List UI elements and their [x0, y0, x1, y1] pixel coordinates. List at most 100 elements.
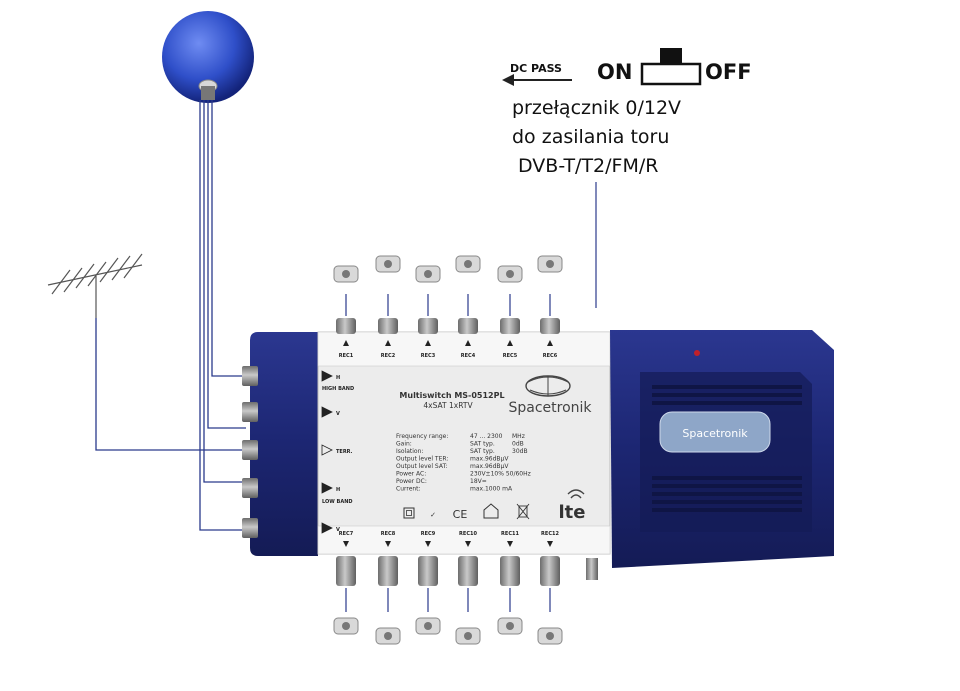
indoor-use-icon: [483, 503, 499, 519]
input-label: TERR.: [336, 449, 353, 455]
off-label: OFF: [705, 60, 752, 84]
dc-pass-label: DC PASS: [510, 62, 562, 75]
cable-high-v: [207, 100, 246, 429]
output-port: REC8: [375, 531, 401, 645]
output-port: REC4: [455, 255, 481, 359]
plug-icon: [537, 255, 563, 273]
triangle-right-icon: [321, 370, 333, 382]
input-port: V: [242, 402, 340, 422]
spec-cell: MHz: [512, 433, 525, 440]
triangle-right-icon: [321, 482, 333, 494]
output-label: REC10: [459, 531, 477, 537]
label-panel: [317, 331, 611, 555]
caption-line: przełącznik 0/12V: [512, 97, 682, 119]
output-port: REC6: [537, 255, 563, 359]
output-label: REC2: [381, 353, 396, 359]
lte-logo-text: lte: [559, 502, 586, 523]
caption-line: DVB-T/T2/FM/R: [518, 155, 659, 177]
triangle-up-icon: [343, 340, 349, 346]
plug-icon: [497, 265, 523, 283]
input-label: V: [336, 527, 340, 533]
triangle-down-icon: [465, 541, 471, 547]
spec-cell: Output level TER:: [396, 456, 448, 463]
vent-slots: [652, 385, 802, 512]
plug-icon: [455, 255, 481, 273]
input-port: V: [242, 518, 340, 538]
spec-cell: Output level SAT:: [396, 463, 448, 470]
output-label: REC7: [339, 531, 354, 537]
output-port: REC7: [333, 531, 359, 635]
triangle-up-icon: [507, 340, 513, 346]
spec-cell: max.1000 mA: [470, 486, 513, 493]
output-port: REC10: [455, 531, 481, 645]
output-label: REC11: [501, 531, 519, 537]
output-port: REC5: [497, 265, 523, 359]
terrestrial-antenna: [47, 253, 143, 318]
triangle-up-icon: [425, 340, 431, 346]
triangle-down-icon: [547, 541, 553, 547]
cable-low-v: [199, 100, 246, 531]
low-band-label: LOW BAND: [322, 499, 353, 505]
dish-cables: [199, 100, 246, 531]
subtitle-text: 4xSAT 1xRTV: [423, 401, 473, 410]
triangle-right-icon: [321, 444, 333, 456]
switch-knob: [660, 48, 682, 64]
psu-brand-text: Spacetronik: [682, 427, 748, 440]
spec-cell: max.96dBµV: [470, 456, 509, 463]
output-label: REC5: [503, 353, 518, 359]
input-label: H: [336, 487, 340, 493]
bottom-output-ports: REC7 REC8 REC9 REC10 REC11 REC12: [333, 531, 563, 645]
power-led: [694, 350, 700, 356]
psu-badge: [659, 411, 771, 453]
spec-cell: max.96dBµV: [470, 463, 509, 470]
bottom-output-strip: [317, 525, 611, 555]
spec-cell: 30dB: [512, 448, 528, 455]
on-label: ON: [597, 60, 633, 84]
weee-bin-icon: [516, 503, 530, 520]
output-port: REC11: [497, 531, 523, 635]
spec-cell: 47 ... 2300: [470, 433, 503, 440]
spec-cell: SAT typ.: [470, 441, 495, 448]
caption-line: do zasilania toru: [512, 126, 670, 148]
double-insulation-icon: [403, 507, 415, 519]
antenna-boom: [47, 264, 143, 286]
dc-pass-switch: [502, 48, 702, 86]
output-port: REC9: [415, 531, 441, 635]
cable-terrestrial: [95, 318, 246, 451]
triangle-down-icon: [425, 541, 431, 547]
switch-caption: przełącznik 0/12V do zasilania toru DVB-…: [486, 94, 716, 181]
dish-reflector: [162, 11, 254, 103]
input-port: H: [242, 478, 340, 498]
triangle-down-icon: [385, 541, 391, 547]
cable-low-h: [203, 100, 246, 483]
plug-icon: [497, 617, 523, 635]
ce-mark: CE: [453, 508, 468, 521]
spec-cell: Current:: [396, 486, 421, 493]
arrow-left-icon: [502, 74, 514, 86]
multiswitch-device: Spacetronik Multiswitch MS-0512PL 4xSAT …: [242, 255, 834, 645]
output-port: REC12: [537, 531, 563, 645]
plug-icon: [375, 627, 401, 645]
output-label: REC12: [541, 531, 559, 537]
brand-text: Spacetronik: [508, 400, 592, 416]
plug-icon: [537, 627, 563, 645]
spec-cell: 18V=: [470, 478, 487, 485]
globe-icon: [525, 375, 571, 397]
output-port: REC3: [415, 265, 441, 359]
output-label: REC4: [461, 353, 476, 359]
triangle-down-icon: [507, 541, 513, 547]
rohs-icon: ✓: [430, 511, 436, 519]
left-housing: [250, 332, 318, 556]
plug-icon: [455, 627, 481, 645]
spec-cell: Gain:: [396, 441, 412, 448]
triangle-right-icon: [321, 522, 333, 534]
spec-cell: SAT typ.: [470, 448, 495, 455]
model-text: Multiswitch MS-0512PL: [399, 391, 504, 400]
output-port: REC2: [375, 255, 401, 359]
output-label: REC8: [381, 531, 396, 537]
triangle-up-icon: [547, 340, 553, 346]
switch-body: [640, 62, 702, 86]
